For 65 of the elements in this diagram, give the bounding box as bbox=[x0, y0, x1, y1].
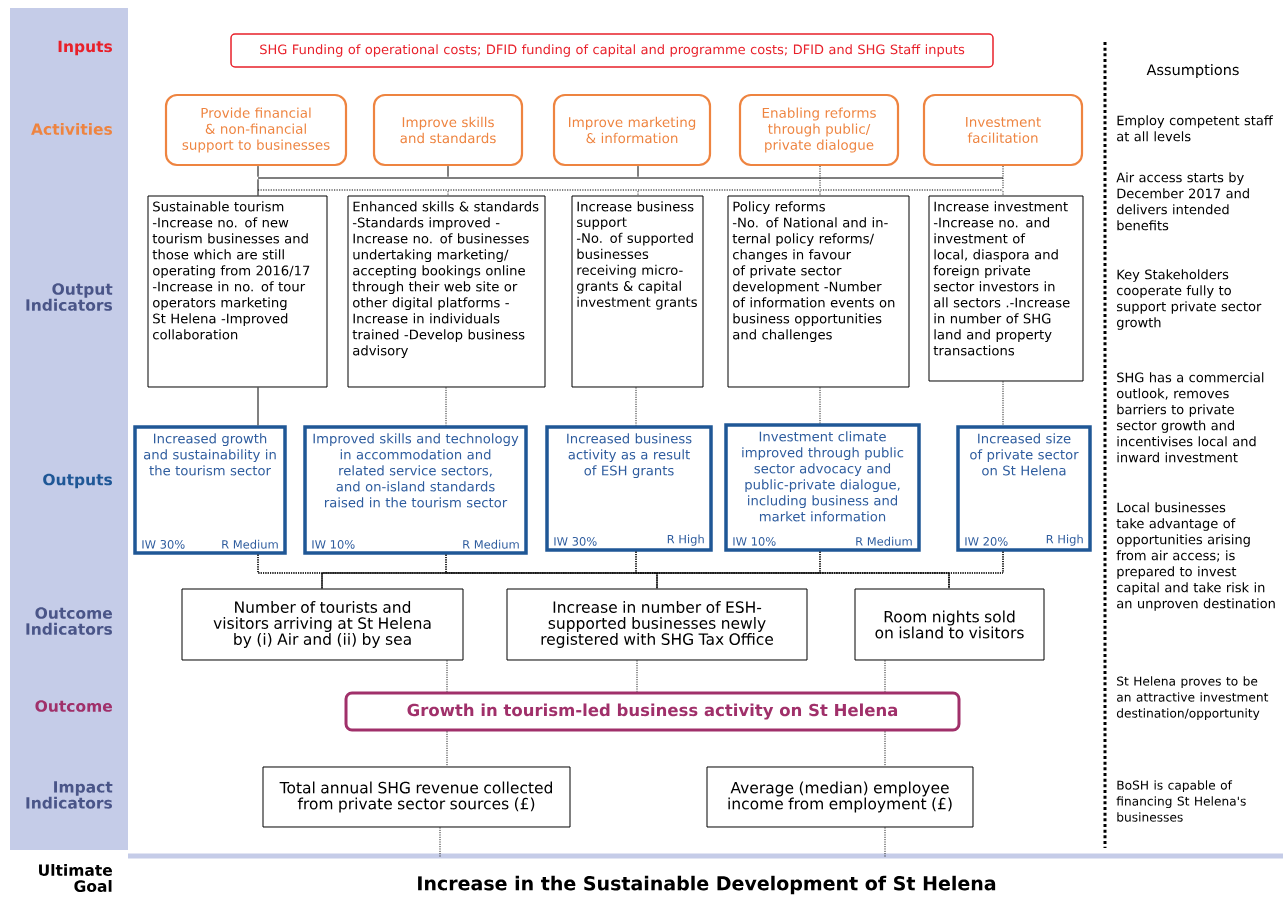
indicator-box: Sustainable tourism -Increase no. of new tourism businesses and those which are still operating from 2016/17 -Increase in no. of tour operators marketing St Helena -Improved collaboration bbox=[147, 195, 328, 388]
connector-line bbox=[884, 827, 886, 859]
row-label: Outputs bbox=[43, 473, 112, 489]
connector-line bbox=[257, 165, 259, 178]
row-label: Inputs bbox=[58, 40, 112, 56]
indicator-box: Increase in number of ESH-supported businesses newly registered with SHG Tax Office bbox=[506, 588, 808, 661]
assumption-text: BoSH is capable of financing St Helena's businesses bbox=[1116, 780, 1246, 822]
activity-box: Improve marketing & information bbox=[552, 93, 712, 167]
connector-line bbox=[636, 660, 638, 692]
row-label: Activities bbox=[31, 123, 112, 135]
indicator-box: Enhanced skills & standards -Standards improved -Increase no. of businesses undertaking marketing/ accepting bookings online through their web site or other digital platforms -Increase in individuals trained -Develop business advisory bbox=[347, 195, 546, 388]
connector-line bbox=[257, 178, 259, 196]
assumption-text: St Helena proves to be an attractive investment destination/opportunity bbox=[1116, 676, 1269, 721]
input-box: SHG Funding of operational costs; DFID funding of capital and programme costs; DFID and SHG Staff inputs bbox=[230, 33, 994, 68]
column-heading: Assumptions bbox=[1146, 64, 1239, 78]
connector-line bbox=[948, 551, 1004, 589]
connector-line bbox=[637, 190, 639, 196]
connector-line bbox=[446, 731, 448, 767]
connector-line bbox=[439, 827, 441, 859]
output-box: Increased business activity as a result of ESH grants IW 30% R High bbox=[545, 425, 713, 552]
output-box: Improved skills and technology in accommodation and related service sectors, and on-island standards raised in the tourism sector IW 10% R Medium bbox=[303, 425, 528, 555]
row-label: Outcome Indicators bbox=[26, 607, 112, 635]
bus-line bbox=[257, 189, 1004, 191]
row-label: Ultimate Goal bbox=[39, 864, 112, 892]
connector-line bbox=[447, 165, 449, 178]
connector-line bbox=[257, 387, 259, 426]
connector-line bbox=[819, 165, 821, 190]
row-label: Output Indicators bbox=[26, 283, 113, 311]
goal-band: Increase in the Sustainable Development of St Helena bbox=[128, 853, 1283, 904]
indicator-box: Increase business support -No. of supported businesses receiving micro-grants & capital investment grants bbox=[571, 195, 704, 388]
indicator-box: Average (median) employee income from employment (£) bbox=[706, 766, 974, 828]
connector-line bbox=[446, 660, 448, 692]
connector-line bbox=[819, 190, 821, 196]
indicator-box: Total annual SHG revenue collected from private sector sources (£) bbox=[262, 766, 571, 828]
assumption-text: Employ competent staff at all levels bbox=[1117, 115, 1274, 142]
row-label: Outcome bbox=[35, 700, 112, 712]
connector-line bbox=[637, 165, 639, 178]
output-box: Increased size of private sector on St Helena IW 20% R High bbox=[956, 425, 1092, 552]
connector-line bbox=[884, 731, 886, 767]
indicator-box: Room nights sold on island to visitors bbox=[854, 588, 1045, 661]
output-box: Increased growth and sustainability in the tourism sector IW 30% R Medium bbox=[133, 425, 287, 555]
activity-box: Investment facilitation bbox=[922, 93, 1084, 167]
indicator-box: Number of tourists and visitors arriving at St Helena by (i) Air and (ii) by sea bbox=[181, 588, 464, 661]
indicator-box: Increase investment -Increase no. and investment of local, diaspora and foreign private sector investors in all sectors .-Increase in number of SHG land and property transactions bbox=[928, 195, 1084, 382]
connector-line bbox=[445, 387, 447, 426]
connector-line bbox=[1002, 190, 1004, 196]
connector-line bbox=[635, 387, 637, 426]
connector-line bbox=[447, 190, 449, 196]
activity-box: Provide financial & non-financial support to businesses bbox=[164, 93, 348, 167]
connector-line bbox=[635, 551, 950, 589]
assumption-text: SHG has a commercial outlook, removes barriers to private sector growth and incentivises local and inward investment bbox=[1117, 372, 1264, 463]
activity-box: Improve skills and standards bbox=[372, 93, 524, 167]
output-box: Investment climate improved through public sector advocacy and public-private dialogue, including business and market information IW 10% R Medium bbox=[724, 423, 921, 552]
outcome-box: Growth in tourism-led business activity on St Helena bbox=[344, 691, 961, 732]
bus-line bbox=[257, 177, 1004, 179]
connector-line bbox=[1002, 381, 1004, 426]
indicator-box: Policy reforms -No. of National and in-ternal policy reforms/ changes in favour of private sector development -Number of information events on business opportunities and challenges bbox=[727, 195, 910, 388]
activity-box: Enabling reforms through public/ private dialogue bbox=[738, 93, 900, 167]
row-label: Impact Indicators bbox=[26, 781, 113, 809]
assumption-text: Key Stakeholders cooperate fully to support private sector growth bbox=[1117, 269, 1262, 330]
connector-line bbox=[884, 660, 886, 692]
connector-line bbox=[1002, 165, 1004, 190]
connector-line bbox=[819, 387, 821, 424]
assumption-text: Local businesses take advantage of opportunities arising from air access; is prepared to invest capital and take risk in an unproven destination bbox=[1116, 502, 1275, 611]
assumption-text: Air access starts by December 2017 and delivers intended benefits bbox=[1116, 172, 1249, 231]
